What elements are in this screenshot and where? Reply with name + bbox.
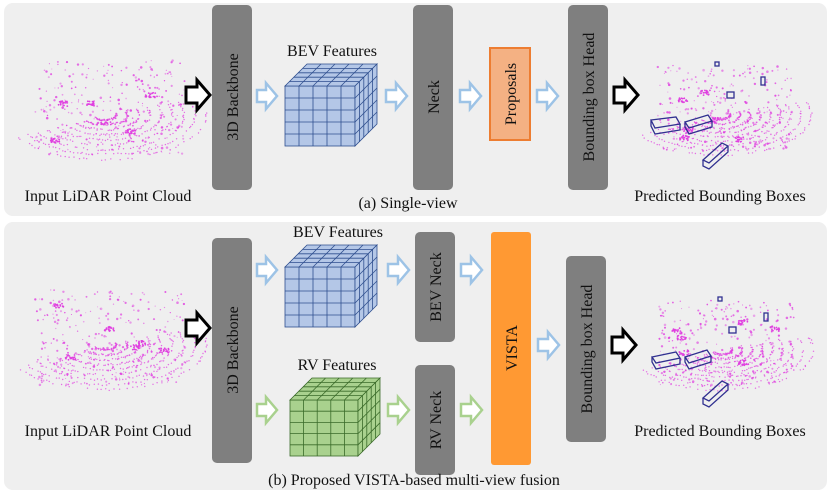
- arrow-hollow-green-b3: [459, 393, 484, 427]
- head-block-b: Bounding box Head: [566, 256, 606, 442]
- arrow-hollow-blue-a4: [535, 79, 560, 113]
- backbone-block-b: 3D Backbone: [212, 238, 252, 463]
- caption-b: (b) Proposed VISTA-based multi-view fusi…: [268, 472, 560, 489]
- svg-text:3D Backbone: 3D Backbone: [225, 306, 242, 394]
- arrow-hollow-blue-a3: [458, 79, 483, 113]
- bounding-boxes-a: [650, 61, 766, 170]
- svg-text:RV Neck: RV Neck: [428, 391, 445, 449]
- output-label-b: Predicted Bounding Boxes: [634, 423, 806, 440]
- bev-features-label-b: BEV Features: [293, 224, 383, 241]
- svg-text:VISTA: VISTA: [504, 325, 521, 371]
- bev-feature-cube-a: [284, 63, 378, 147]
- bev-neck-block: BEV Neck: [415, 232, 455, 342]
- svg-text:3D Backbone: 3D Backbone: [225, 53, 242, 141]
- vista-block: VISTA: [491, 232, 531, 465]
- caption-a: (a) Single-view: [358, 195, 458, 212]
- svg-text:Proposals: Proposals: [503, 63, 520, 125]
- svg-text:BEV Neck: BEV Neck: [428, 252, 445, 321]
- arrow-black-b2: [610, 325, 638, 365]
- arrow-hollow-green-b2: [386, 393, 411, 427]
- bev-feature-cube-b: [284, 244, 378, 328]
- svg-text:Bounding box Head: Bounding box Head: [581, 33, 598, 162]
- arrow-hollow-blue-b1: [255, 253, 279, 287]
- arrow-hollow-blue-b4: [536, 328, 561, 362]
- output-point-cloud-b: [642, 299, 815, 392]
- rv-neck-block: RV Neck: [415, 365, 455, 475]
- arrow-black-a1: [184, 75, 212, 115]
- svg-text:Bounding box Head: Bounding box Head: [579, 285, 596, 414]
- arrow-hollow-blue-b3: [459, 253, 484, 287]
- backbone-block-a: 3D Backbone: [212, 5, 252, 190]
- arrow-hollow-blue-a1: [255, 79, 279, 113]
- bounding-boxes-b: [650, 296, 769, 408]
- proposals-block: Proposals: [489, 47, 531, 141]
- input-label-a: Input LiDAR Point Cloud: [25, 188, 192, 205]
- arrow-hollow-blue-b2: [386, 253, 411, 287]
- input-label-b: Input LiDAR Point Cloud: [25, 423, 192, 440]
- input-point-cloud-b: [19, 289, 208, 392]
- bev-features-label-a: BEV Features: [287, 43, 377, 60]
- output-label-a: Predicted Bounding Boxes: [634, 188, 806, 205]
- arrow-black-a2: [612, 75, 640, 115]
- svg-text:Neck: Neck: [426, 80, 443, 114]
- output-point-cloud-a: [642, 64, 813, 157]
- arrow-black-b1: [184, 308, 212, 348]
- input-point-cloud-a: [18, 59, 208, 161]
- rv-feature-cube-b: [289, 377, 381, 457]
- rv-features-label-b: RV Features: [298, 357, 377, 374]
- head-block-a: Bounding box Head: [568, 5, 608, 190]
- arrow-hollow-green-b1: [255, 393, 279, 427]
- neck-block-a: Neck: [413, 5, 453, 190]
- panel-b-background: [4, 222, 827, 490]
- arrow-hollow-blue-a2: [384, 79, 409, 113]
